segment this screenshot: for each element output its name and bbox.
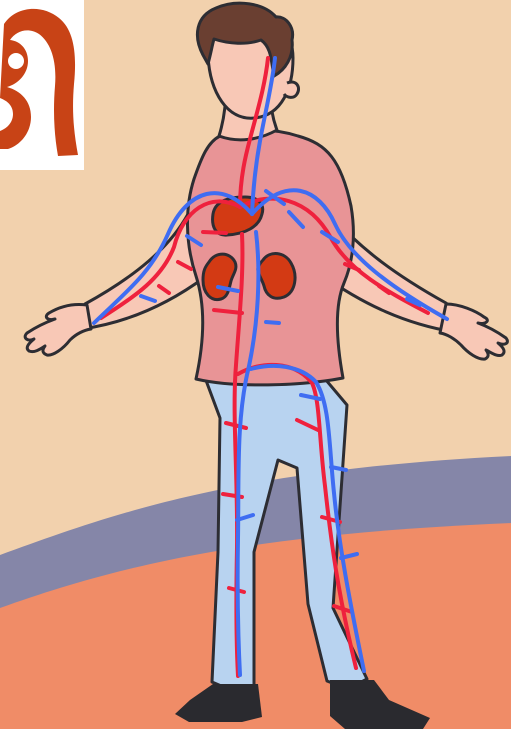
logo-dot [8,53,24,69]
logo-badge: ด [0,0,84,170]
logo-text: ด [40,99,48,113]
